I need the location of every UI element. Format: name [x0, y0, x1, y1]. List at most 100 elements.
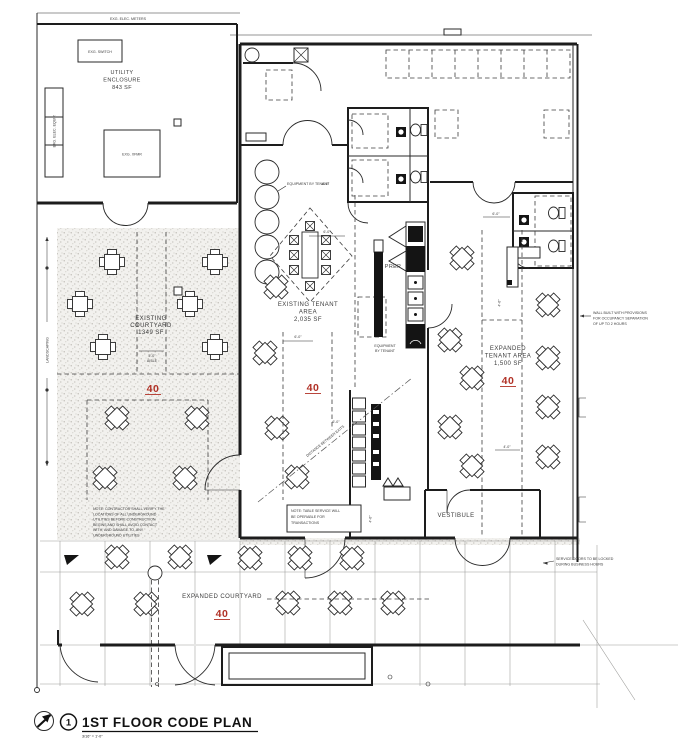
service-doors-note: DURING BUSINESS HOURS — [556, 563, 604, 567]
tenant-label: TENANT AREA — [485, 354, 532, 360]
table-service-note: BE OPERABLE FOR — [291, 515, 325, 519]
table-4-seat — [99, 539, 134, 574]
exit-distance-label: DISTANCE BETWEEN EXITS — [305, 424, 345, 458]
dim-6ft: 6'-0" — [332, 420, 340, 424]
gate-arc — [174, 644, 216, 686]
table-4-seat — [530, 287, 565, 322]
exg-xfmr-label: EXG. XFMR — [122, 153, 142, 157]
sink — [519, 237, 529, 247]
communal-table — [301, 231, 319, 279]
courtyard-label: COURTYARD — [130, 323, 172, 329]
occupancy-count: 40 — [307, 382, 320, 394]
detail-number: 1 — [66, 718, 72, 729]
paving-joints — [59, 541, 636, 708]
table-4-seat — [279, 459, 314, 494]
underground-utilities-note: NOTE: CONTRACTOR SHALL VERIFY THE LOCATI… — [93, 507, 165, 538]
hood-fan — [388, 225, 407, 248]
exit-arrow — [207, 555, 222, 565]
restrooms-center — [347, 107, 429, 224]
table-4-seat — [322, 585, 357, 620]
exg-switch-label: EXG. SWITCH — [88, 50, 112, 54]
utility-door-arc — [102, 202, 126, 226]
existing-courtyard: EXISTING COURTYARD 1349 SF 5'-0" AISLE 4… — [57, 232, 240, 538]
svg-text:UNDERGROUND UTILITIES: UNDERGROUND UTILITIES — [93, 534, 140, 538]
table-4-seat — [247, 335, 282, 370]
exg-elec-equip-label: EXG. ELEC. EQUIP. — [53, 115, 57, 148]
toilet — [548, 239, 566, 253]
expanded-courtyard-label: EXPANDED COURTYARD — [182, 594, 262, 600]
equipment-by-tenant-label: EQUIPMENT BY TENANT — [287, 182, 330, 186]
sink — [396, 127, 406, 137]
courtyard-door-arc — [204, 454, 241, 491]
double-door-arc — [472, 181, 495, 204]
tenant-area-sf: 2,035 SF — [294, 317, 322, 323]
dim-aisle: 5'-0" — [148, 354, 156, 358]
existing-courtyard-paving — [57, 228, 240, 540]
exg-elec-meters-label: EXG. ELEC. METERS — [110, 17, 147, 21]
svg-text:UTILITIES BEFORE CONSTRUCTION: UTILITIES BEFORE CONSTRUCTION — [93, 518, 156, 522]
svg-text:LOCATIONS OF ALL UNDERGROUND: LOCATIONS OF ALL UNDERGROUND — [93, 512, 157, 516]
table-4-seat — [432, 322, 467, 357]
utility-label: ENCLOSURE — [103, 78, 140, 84]
occupancy-count: 40 — [502, 375, 515, 387]
interior-northeast: 6'-0" — [385, 49, 574, 288]
bar-shelving — [352, 397, 366, 488]
detail-bubble — [59, 713, 78, 731]
exg-switch-box — [77, 39, 123, 63]
table-4-seat — [270, 585, 305, 620]
entry-door-arc — [482, 537, 511, 566]
wall-provisions-note: OF UP TO 2 HOURS — [593, 322, 627, 326]
north-arrow-icon — [34, 711, 54, 731]
exit-separation-line — [257, 377, 413, 503]
svg-text:BEGINS AND SHALL AVOID CONTACT: BEGINS AND SHALL AVOID CONTACT — [93, 523, 158, 527]
drawing-title: 1ST FLOOR CODE PLAN — [82, 715, 252, 730]
desk — [506, 246, 519, 288]
utility-door-arc — [125, 202, 149, 226]
utility-enclosure: EXG. ELEC. METERS EXG. SWITCH UTILITY EN… — [37, 12, 240, 226]
interior-northwest: EQUIPMENT BY TENANT 6'-0" — [240, 47, 348, 285]
table-4-seat — [454, 448, 489, 483]
courtyard-area-sf: 1349 SF — [138, 330, 164, 336]
hood-fan — [388, 250, 407, 272]
tenant-label: EXISTING TENANT — [278, 302, 338, 308]
table-4-seat — [530, 439, 565, 474]
toilet — [410, 123, 428, 137]
table-4-seat — [432, 409, 467, 444]
entry-door-arc — [454, 537, 483, 566]
table-4-seat — [162, 539, 197, 574]
landscaping-label: LANDSCAPING — [46, 337, 50, 363]
dim-4-0: 4'-0" — [503, 445, 511, 449]
gate-arc — [174, 644, 216, 686]
svg-text:NOTE: CONTRACTOR SHALL VERIFY: NOTE: CONTRACTOR SHALL VERIFY THE — [93, 507, 165, 511]
title-block: 1 1ST FLOOR CODE PLAN 3/16" = 1'-0" — [34, 711, 258, 739]
expanded-tenant-area: 4'-6" 4'-0" EXPANDED TENANT AREA 1,500 S… — [432, 230, 565, 536]
toilet — [410, 170, 428, 184]
vestibule: VESTIBULE NOTE: TABLE SERVICE WILL BE OP… — [286, 489, 541, 538]
table-4-seat — [530, 340, 565, 375]
vestibule-label: VESTIBULE — [437, 513, 474, 519]
svg-text:WITH, AND DAMAGE TO, ANY: WITH, AND DAMAGE TO, ANY — [93, 528, 144, 532]
dim-6ft: 6'-0" — [323, 230, 331, 234]
utility-area-sf: 843 SF — [112, 85, 132, 91]
dim-4-6: 4'-6" — [369, 515, 373, 523]
building-shell — [64, 28, 592, 579]
dim-6ft: 6'-0" — [492, 212, 500, 216]
table-4-seat — [259, 410, 294, 445]
exg-elec-equip-box — [44, 87, 64, 178]
table-service-note-box — [286, 504, 362, 533]
tenant-area-sf: 1,500 SF — [494, 361, 522, 367]
toilet — [548, 206, 566, 220]
kitchen-prep: PREP EQUIPMENT BY TENANT — [349, 195, 453, 538]
table-4-seat — [282, 540, 317, 575]
table-4-seat — [64, 586, 99, 621]
occupancy-count: 40 — [147, 383, 160, 395]
double-door-arc — [282, 120, 308, 146]
wall-provisions-note: WALL BUILT WITH PROVISIONS — [593, 311, 648, 315]
tree-planter — [147, 565, 163, 581]
wall-provisions-note: FOR OCCUPANCY SEPARATION — [593, 317, 648, 321]
drawing-scale: 3/16" = 1'-0" — [82, 735, 103, 739]
dim-4-6: 4'-6" — [498, 299, 502, 307]
service-doors-note: SERVICE DOORS TO BE LOCKED — [556, 557, 614, 561]
